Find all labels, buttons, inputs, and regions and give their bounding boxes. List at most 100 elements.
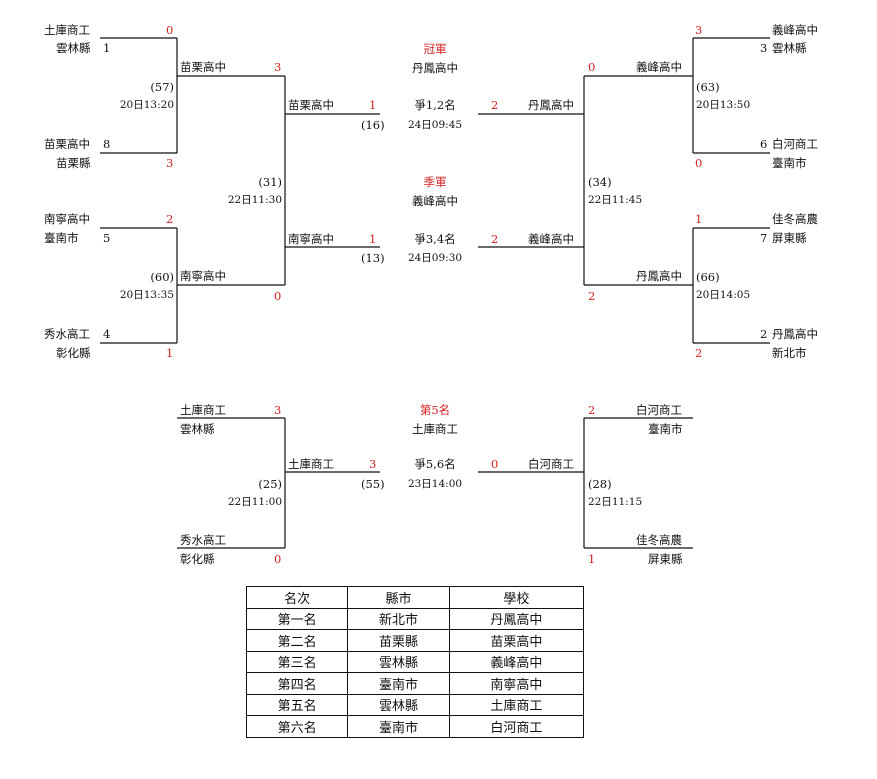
score-m25: 3 bbox=[369, 457, 377, 471]
score-m66: 2 bbox=[588, 289, 596, 303]
county-cell: 雲林縣 bbox=[347, 693, 450, 716]
table-row: 第六名 臺南市 白河商工 bbox=[245, 715, 585, 738]
table-row: 第三名 雲林縣 義峰高中 bbox=[245, 650, 585, 673]
final-champion: 丹鳳高中 bbox=[412, 61, 458, 75]
school-cell: 丹鳳高中 bbox=[448, 607, 585, 630]
match-time-m25: 22日11:00 bbox=[227, 496, 282, 508]
team-r3: 佳冬高農 bbox=[772, 212, 818, 226]
fifth-title: 第5名 bbox=[419, 403, 451, 417]
fifth-score-r2: 1 bbox=[588, 552, 596, 566]
score-m63: 0 bbox=[588, 60, 596, 74]
team-l2: 苗栗高中 bbox=[44, 137, 90, 151]
match-num-m60: (60) bbox=[150, 270, 174, 284]
county-l4: 彰化縣 bbox=[56, 346, 91, 360]
score-r3: 1 bbox=[695, 212, 703, 226]
county-l1: 雲林縣 bbox=[56, 41, 91, 55]
match-num-m31: (31) bbox=[258, 175, 282, 189]
team-r2: 白河商工 bbox=[772, 137, 818, 151]
header-county: 縣市 bbox=[347, 586, 450, 609]
fifth-match-time: 23日14:00 bbox=[407, 478, 463, 490]
table-row: 第二名 苗栗縣 苗栗高中 bbox=[245, 629, 585, 652]
match-num-m28: (28) bbox=[588, 477, 612, 491]
score-l4: 1 bbox=[166, 346, 174, 360]
match-time-m66: 20日14:05 bbox=[696, 289, 751, 301]
fifth-county-l1: 雲林縣 bbox=[180, 422, 215, 436]
fifth-score-l2: 0 bbox=[274, 552, 282, 566]
fifth-winner: 土庫商工 bbox=[412, 422, 458, 436]
score-m60: 0 bbox=[274, 289, 282, 303]
county-cell: 臺南市 bbox=[347, 672, 450, 695]
match-time-m31: 22日11:30 bbox=[227, 194, 282, 206]
fifth-county-r2: 屏東縣 bbox=[648, 552, 683, 566]
team-l4: 秀水高工 bbox=[44, 327, 90, 341]
match-num-m57: (57) bbox=[150, 80, 174, 94]
winner-m25: 土庫商工 bbox=[288, 457, 334, 471]
county-cell: 苗栗縣 bbox=[347, 629, 450, 652]
fifth-team-r1: 白河商工 bbox=[636, 403, 682, 417]
table-row: 第一名 新北市 丹鳳高中 bbox=[245, 607, 585, 630]
seed-l4: 4 bbox=[103, 327, 111, 341]
final-title: 冠軍 bbox=[423, 42, 447, 56]
final-label: 爭1,2名 bbox=[414, 98, 456, 112]
winner-m60: 南寧高中 bbox=[180, 269, 226, 283]
seed-r4: 2 bbox=[760, 327, 768, 341]
loser-m34: 義峰高中 bbox=[528, 232, 574, 246]
fifth-county-l2: 彰化縣 bbox=[180, 552, 215, 566]
header-rank: 名次 bbox=[245, 586, 349, 609]
final-match-time: 24日09:45 bbox=[407, 119, 463, 131]
loser-m31: 南寧高中 bbox=[288, 232, 334, 246]
winner-m28: 白河商工 bbox=[528, 457, 574, 471]
fifth-county-r1: 臺南市 bbox=[648, 422, 683, 436]
county-l2: 苗栗縣 bbox=[56, 156, 91, 170]
seed-r1: 3 bbox=[760, 41, 768, 55]
match-time-m28: 22日11:15 bbox=[588, 496, 643, 508]
third-winner: 義峰高中 bbox=[412, 194, 458, 208]
team-l1: 土庫商工 bbox=[44, 23, 90, 37]
match-time-m34: 22日11:45 bbox=[588, 194, 643, 206]
winner-m31: 苗栗高中 bbox=[288, 98, 334, 112]
school-cell: 義峰高中 bbox=[448, 650, 585, 673]
fifth-score-l1: 3 bbox=[274, 403, 282, 417]
ranking-table: 名次 縣市 學校 第一名 新北市 丹鳳高中 第二名 苗栗縣 苗栗高中 第三名 雲… bbox=[245, 586, 585, 738]
match-time-m63: 20日13:50 bbox=[696, 99, 751, 111]
seed-l3: 5 bbox=[103, 231, 111, 245]
fifth-score-r1: 2 bbox=[588, 403, 596, 417]
score-m34: 2 bbox=[491, 98, 499, 112]
school-cell: 土庫商工 bbox=[448, 693, 585, 716]
county-r2: 臺南市 bbox=[772, 156, 807, 170]
team-r1: 義峰高中 bbox=[772, 23, 818, 37]
fifth-team-l2: 秀水高工 bbox=[180, 533, 226, 547]
score-r4: 2 bbox=[695, 346, 703, 360]
match-time-m60: 20日13:35 bbox=[119, 289, 174, 301]
ranking-header-row: 名次 縣市 學校 bbox=[245, 586, 585, 609]
rank-cell: 第四名 bbox=[245, 672, 349, 695]
score-r1: 3 bbox=[695, 23, 703, 37]
county-l3: 臺南市 bbox=[44, 231, 79, 245]
fifth-team-l1: 土庫商工 bbox=[180, 403, 226, 417]
county-r3: 屏東縣 bbox=[772, 231, 807, 245]
match-time-m57: 20日13:20 bbox=[119, 99, 174, 111]
winner-m34: 丹鳳高中 bbox=[528, 98, 574, 112]
third-label: 爭3,4名 bbox=[414, 232, 456, 246]
rank-cell: 第二名 bbox=[245, 629, 349, 652]
score-l2: 3 bbox=[166, 156, 174, 170]
seed-r3: 7 bbox=[760, 231, 768, 245]
seed-l1: 1 bbox=[103, 41, 111, 55]
third-match-time: 24日09:30 bbox=[407, 252, 463, 264]
score-r2: 0 bbox=[695, 156, 703, 170]
header-school: 學校 bbox=[448, 586, 585, 609]
score-m31: 1 bbox=[369, 98, 377, 112]
score-m28: 0 bbox=[491, 457, 499, 471]
seed-l2: 8 bbox=[103, 137, 111, 151]
match-num-m25: (25) bbox=[258, 477, 282, 491]
seed-r2: 6 bbox=[760, 137, 768, 151]
county-cell: 新北市 bbox=[347, 607, 450, 630]
fifth-team-r2: 佳冬高農 bbox=[636, 533, 682, 547]
score-l1: 0 bbox=[166, 23, 174, 37]
rank-cell: 第五名 bbox=[245, 693, 349, 716]
match-num-m63: (63) bbox=[696, 80, 720, 94]
winner-m57: 苗栗高中 bbox=[180, 60, 226, 74]
winner-m66: 丹鳳高中 bbox=[636, 269, 682, 283]
third-match-num: (13) bbox=[361, 251, 385, 265]
